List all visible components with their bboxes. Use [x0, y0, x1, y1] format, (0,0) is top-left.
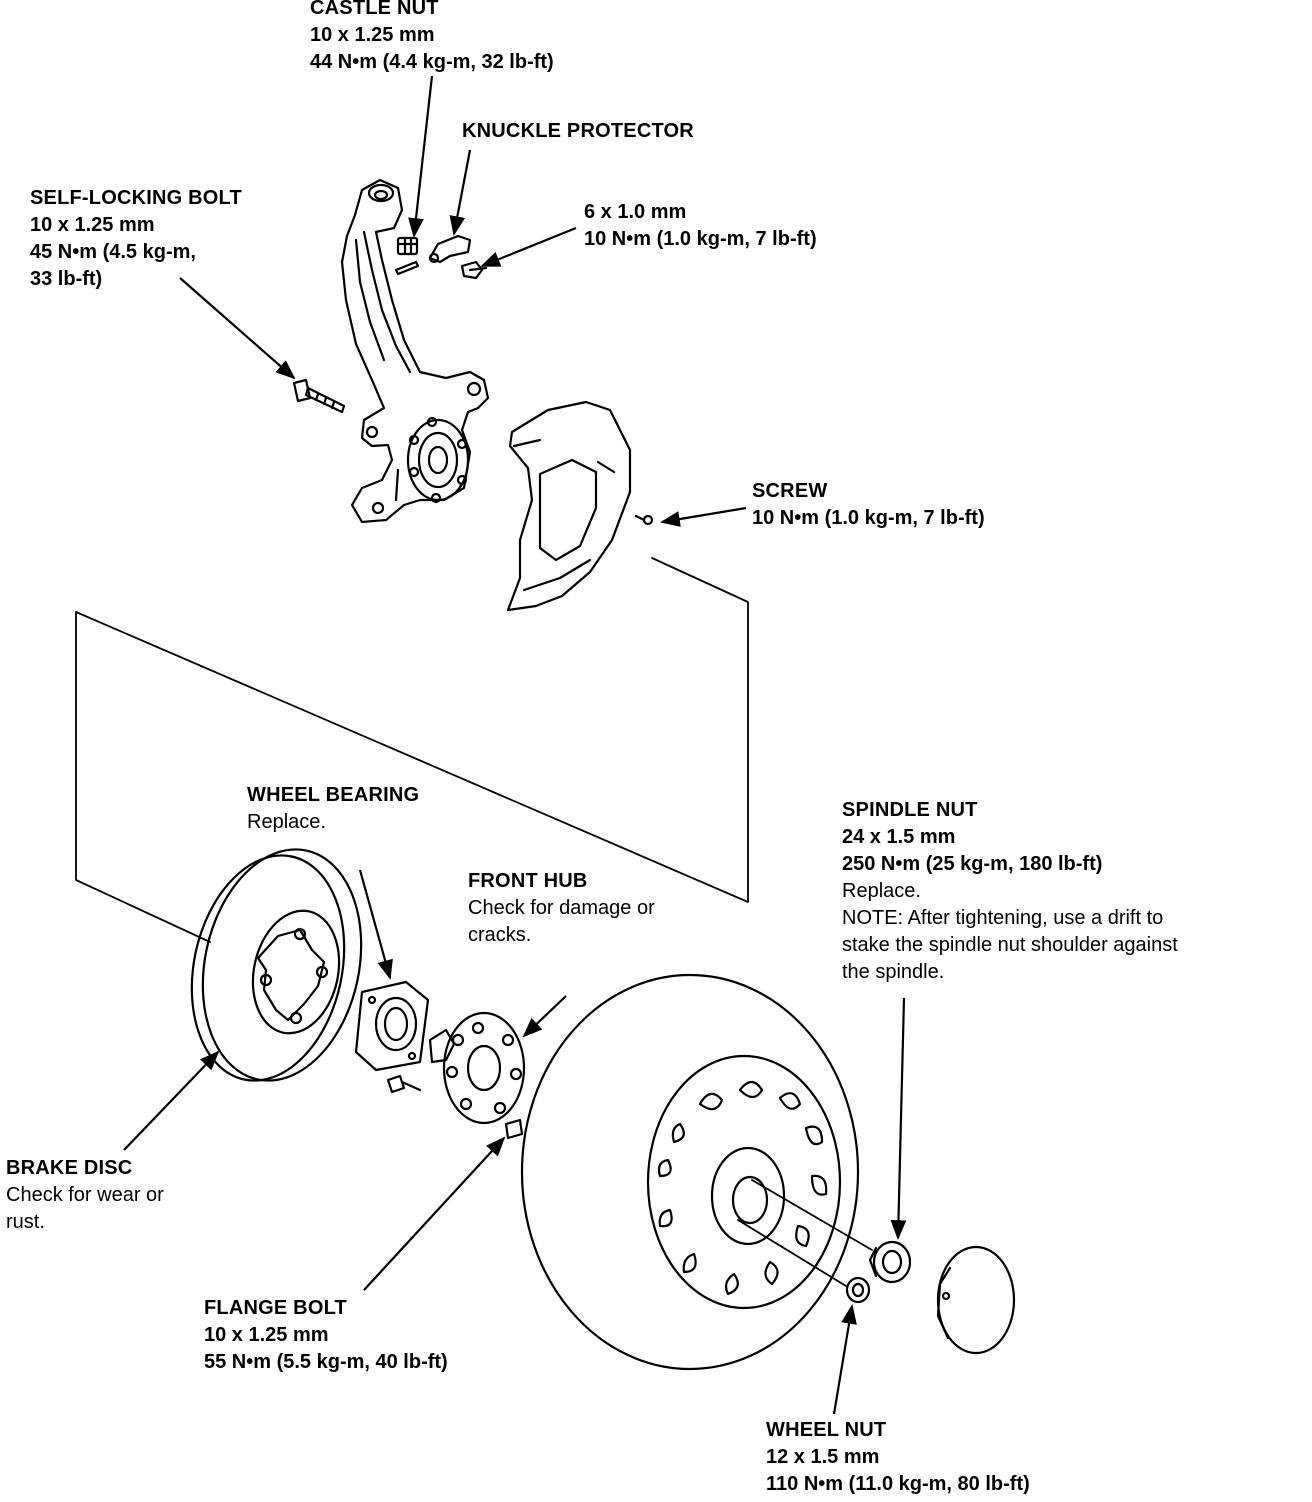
front-hub-part: [428, 1011, 526, 1140]
leader-wheel-nut: [832, 1304, 857, 1415]
wheel-tire-part: [520, 973, 860, 1371]
splash-shield: [506, 400, 654, 612]
castle-nut-torque: 44 N•m (4.4 kg-m, 32 lb-ft): [310, 51, 554, 73]
wheel-nut-part: [845, 1276, 871, 1304]
wheel-bearing-title: WHEEL BEARING: [247, 784, 420, 806]
brake-disc-note-2: rust.: [6, 1211, 45, 1233]
callout-front-hub: FRONT HUB Check for damage or cracks.: [468, 868, 655, 949]
self-locking-bolt-size: 10 x 1.25 mm: [30, 214, 155, 236]
wheel-bearing-note: Replace.: [247, 811, 326, 833]
callout-brake-disc: BRAKE DISC Check for wear or rust.: [6, 1155, 164, 1236]
leader-front-hub: [522, 995, 567, 1038]
callout-castle-nut: CASTLE NUT 10 x 1.25 mm 44 N•m (4.4 kg-m…: [310, 0, 554, 76]
spindle-nut-note-1: Replace.: [842, 880, 921, 902]
leader-protector-bolt: [480, 226, 577, 268]
wheel-nut-size: 12 x 1.5 mm: [766, 1446, 880, 1468]
self-locking-bolt-torque-1: 45 N•m (4.5 kg-m,: [30, 241, 196, 263]
knuckle-protector-title: KNUCKLE PROTECTOR: [462, 120, 694, 142]
flange-bolt-title: FLANGE BOLT: [204, 1297, 347, 1319]
leader-castle-nut: [408, 75, 434, 238]
brake-disc-part: [190, 848, 363, 1082]
spindle-nut-torque: 250 N•m (25 kg-m, 180 lb-ft): [842, 853, 1103, 875]
protector-bolt-size: 6 x 1.0 mm: [584, 201, 687, 223]
leader-screw: [660, 506, 747, 527]
callout-screw: SCREW 10 N•m (1.0 kg-m, 7 lb-ft): [752, 478, 985, 532]
hub-cap-part: [936, 1245, 1016, 1355]
castle-nut-size: 10 x 1.25 mm: [310, 24, 435, 46]
front-hub-note-2: cracks.: [468, 924, 532, 946]
flange-bolt-torque: 55 N•m (5.5 kg-m, 40 lb-ft): [204, 1351, 448, 1373]
self-locking-bolt-part: [292, 378, 346, 414]
spindle-nut-note-4: the spindle.: [842, 961, 945, 983]
wheel-nut-torque: 110 N•m (11.0 kg-m, 80 lb-ft): [766, 1473, 1030, 1495]
spindle-nut-part: [868, 1240, 912, 1284]
protector-bolt-torque: 10 N•m (1.0 kg-m, 7 lb-ft): [584, 228, 817, 250]
knuckle-protector-part: [428, 234, 488, 280]
callout-spindle-nut: SPINDLE NUT 24 x 1.5 mm 250 N•m (25 kg-m…: [842, 797, 1178, 986]
leader-brake-disc: [123, 1050, 220, 1151]
front-hub-note-1: Check for damage or: [468, 897, 655, 919]
callout-wheel-bearing: WHEEL BEARING Replace.: [247, 782, 419, 836]
spindle-nut-note-3: stake the spindle nut shoulder against: [842, 934, 1178, 956]
castle-nut-title: CASTLE NUT: [310, 0, 439, 19]
spindle-nut-title: SPINDLE NUT: [842, 799, 978, 821]
callout-protector-bolt: 6 x 1.0 mm 10 N•m (1.0 kg-m, 7 lb-ft): [584, 199, 817, 253]
leader-self-locking-bolt: [179, 277, 296, 380]
spindle-nut-size: 24 x 1.5 mm: [842, 826, 956, 848]
steering-knuckle: [340, 178, 490, 524]
screw-title: SCREW: [752, 480, 828, 502]
brake-disc-note-1: Check for wear or: [6, 1184, 164, 1206]
leader-spindle-nut: [890, 997, 907, 1240]
castle-nut-part: [394, 236, 420, 276]
spindle-nut-note-2: NOTE: After tightening, use a drift to: [842, 907, 1164, 929]
flange-bolt-size: 10 x 1.25 mm: [204, 1324, 329, 1346]
callout-flange-bolt: FLANGE BOLT 10 x 1.25 mm 55 N•m (5.5 kg-…: [204, 1295, 448, 1376]
front-hub-title: FRONT HUB: [468, 870, 588, 892]
leader-flange-bolt: [363, 1136, 506, 1291]
leader-wheel-bearing: [358, 869, 393, 980]
callout-self-locking-bolt: SELF-LOCKING BOLT 10 x 1.25 mm 45 N•m (4…: [30, 185, 242, 293]
callout-knuckle-protector: KNUCKLE PROTECTOR: [462, 118, 694, 145]
self-locking-bolt-title: SELF-LOCKING BOLT: [30, 187, 242, 209]
screw-torque: 10 N•m (1.0 kg-m, 7 lb-ft): [752, 507, 985, 529]
wheel-bearing-part: [354, 980, 430, 1094]
leader-knuckle-protector: [449, 149, 472, 236]
callout-wheel-nut: WHEEL NUT 12 x 1.5 mm 110 N•m (11.0 kg-m…: [766, 1417, 1030, 1498]
self-locking-bolt-torque-2: 33 lb-ft): [30, 268, 103, 290]
wheel-nut-title: WHEEL NUT: [766, 1419, 887, 1441]
brake-disc-title: BRAKE DISC: [6, 1157, 133, 1179]
